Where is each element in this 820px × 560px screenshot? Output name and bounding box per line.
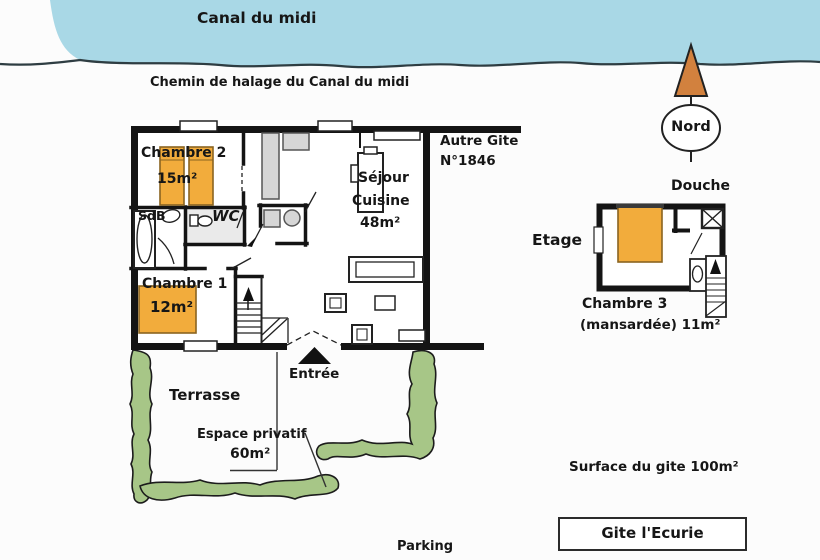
- chambre1-area: 12m²: [150, 298, 194, 316]
- hedge-bottom: [139, 473, 340, 501]
- wc-label: WC: [212, 207, 240, 225]
- laundry-door-arrow: [247, 237, 256, 247]
- door-sejour: [304, 191, 317, 213]
- canal-label: Canal du midi: [197, 9, 317, 27]
- bed-chambre1: [138, 285, 197, 334]
- etage-sink-basin: [691, 265, 704, 283]
- door-sdb: [157, 237, 175, 265]
- douche-label: Douche: [671, 178, 730, 194]
- dining-chair-top: [363, 146, 378, 155]
- stair-winder-diag1: [261, 318, 288, 343]
- door-entrance-swing: [286, 330, 342, 346]
- sofa-cushion: [355, 261, 415, 278]
- hedge-right: [315, 349, 438, 461]
- entrance-arrow: [298, 347, 331, 364]
- path-diagonal-line: [304, 432, 327, 488]
- dining-table: [357, 152, 384, 213]
- stair-winder-diag2: [261, 317, 281, 336]
- gite-name-label: Gite l'Ecurie: [601, 524, 704, 543]
- hedge-left: [129, 349, 153, 504]
- chambre2-area: 15m²: [157, 171, 198, 187]
- espace-privatif-area: 60m²: [230, 446, 271, 462]
- canal-water: [50, 0, 820, 68]
- chemin-halage-label: Chemin de halage du Canal du midi: [150, 75, 410, 90]
- stair-up-arrow: [243, 287, 254, 301]
- compass-north-arrow: [673, 41, 709, 97]
- espace-privatif-label: Espace privatif: [197, 427, 307, 442]
- parking-label: Parking: [397, 539, 454, 554]
- etage-label: Etage: [532, 231, 583, 249]
- toilet-bowl: [197, 215, 213, 227]
- sejour-label-line1: Séjour: [358, 170, 409, 186]
- window-top-right-inner: [373, 130, 421, 141]
- chambre2-label: Chambre 2: [141, 145, 227, 161]
- sdb-label: SdB: [138, 208, 166, 223]
- window-top-1: [179, 120, 218, 132]
- laundry-sink: [283, 209, 301, 227]
- kitchen-counter-tall: [261, 132, 280, 200]
- autre-gite-line1: Autre Gite: [440, 133, 519, 149]
- chambre3-label: Chambre 3: [582, 296, 668, 312]
- autre-gite-line2: N°1846: [440, 153, 496, 169]
- terrasse-label: Terrasse: [169, 386, 241, 404]
- door-chambre1: [230, 257, 252, 270]
- bed-chambre2-2: [188, 146, 214, 206]
- window-top-2: [317, 120, 353, 132]
- side-table-4: [398, 329, 426, 342]
- etage-window-left: [593, 226, 604, 254]
- nord-label: Nord: [671, 119, 711, 135]
- side-table-1-inner: [329, 297, 342, 309]
- kitchen-counter-top: [282, 132, 310, 151]
- door-wc: [236, 211, 244, 229]
- side-table-2: [374, 295, 396, 311]
- bed-chambre3: [617, 205, 663, 263]
- chambre1-label: Chambre 1: [142, 276, 228, 292]
- sdb-sink: [161, 209, 181, 223]
- window-bottom: [183, 340, 218, 352]
- entree-label: Entrée: [289, 366, 340, 382]
- laundry-machine: [263, 209, 281, 228]
- sejour-area: 48m²: [360, 215, 401, 231]
- side-table-3-inner: [356, 328, 368, 341]
- gite-name-box: Gite l'Ecurie: [558, 517, 747, 551]
- entrance-gap: [287, 340, 341, 352]
- sejour-label-line2: Cuisine: [352, 193, 410, 209]
- bed-chambre2-1: [159, 146, 185, 206]
- etage-stair-up-arrow: [710, 259, 721, 274]
- etage-door-swing: [690, 232, 703, 255]
- toilet-tank: [189, 214, 199, 227]
- dining-chair-left: [350, 164, 359, 183]
- bathtub-basin: [136, 214, 153, 264]
- shower-cross-2: [701, 208, 724, 229]
- surface-label: Surface du gite 100m²: [569, 459, 739, 475]
- etage-stair-winder: [705, 300, 727, 317]
- compass-ring: [661, 104, 721, 152]
- chambre3-detail: (mansardée) 11m²: [580, 317, 721, 333]
